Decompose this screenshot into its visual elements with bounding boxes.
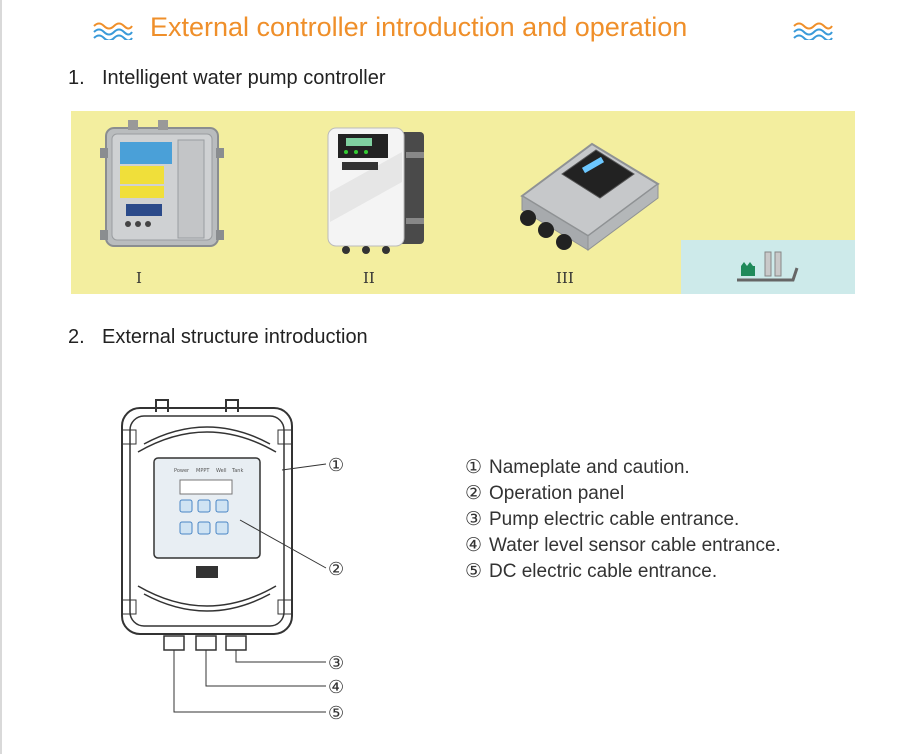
structure-diagram: Power MPPT Well Tank ① ② ③ ④ ⑤ <box>121 399 344 724</box>
callout-text: Pump electric cable entrance. <box>489 509 740 530</box>
section-number: 1. <box>68 67 85 89</box>
diagram-marker-1: ① <box>328 455 344 476</box>
controller-1-image <box>100 120 224 247</box>
controller-3-label: III <box>556 269 574 287</box>
panel-led-well-label: Well <box>216 468 227 474</box>
section-heading-1: 1. Intelligent water pump controller <box>68 67 385 90</box>
diagram-marker-4: ④ <box>328 677 344 698</box>
controller-2-image <box>327 127 424 254</box>
title-row: External controller introduction and ope… <box>0 10 910 50</box>
controller-2-label: II <box>363 269 375 287</box>
section-heading-2: 2. External structure introduction <box>68 326 368 349</box>
callout-marker: ④ <box>465 535 483 556</box>
section-number: 2. <box>68 326 85 348</box>
callout-text: DC electric cable entrance. <box>489 561 718 582</box>
page-left-border <box>0 0 2 754</box>
callout-text: Nameplate and caution. <box>489 457 690 478</box>
section-title: External structure introduction <box>102 326 368 348</box>
callout-item: ④ Water level sensor cable entrance. <box>465 533 781 559</box>
callout-item: ③ Pump electric cable entrance. <box>465 507 781 533</box>
callout-text: Operation panel <box>489 483 625 504</box>
callout-text: Water level sensor cable entrance. <box>489 535 781 556</box>
accessory-kit-image <box>737 251 799 282</box>
panel-led-tank-label: Tank <box>231 468 243 474</box>
callout-marker: ⑤ <box>465 561 483 582</box>
wave-left-icon <box>93 22 133 40</box>
callout-item: ① Nameplate and caution. <box>465 455 781 481</box>
diagram-marker-5: ⑤ <box>328 703 344 724</box>
callout-item: ⑤ DC electric cable entrance. <box>465 559 781 585</box>
diagram-marker-2: ② <box>328 559 344 580</box>
callout-item: ② Operation panel <box>465 481 781 507</box>
wave-right-icon <box>793 22 833 40</box>
panel-led-mppt-label: MPPT <box>196 468 210 474</box>
callout-marker: ② <box>465 483 483 504</box>
callout-legend: ① Nameplate and caution. ② Operation panel… <box>465 455 781 585</box>
page-title: External controller introduction and ope… <box>150 12 688 42</box>
panel-led-power-label: Power <box>174 468 190 474</box>
section-title: Intelligent water pump controller <box>102 67 386 89</box>
diagram-marker-3: ③ <box>328 653 344 674</box>
controller-1-label: I <box>136 269 142 287</box>
controller-3-image <box>520 142 660 251</box>
callout-marker: ① <box>465 457 483 478</box>
callout-marker: ③ <box>465 509 483 530</box>
